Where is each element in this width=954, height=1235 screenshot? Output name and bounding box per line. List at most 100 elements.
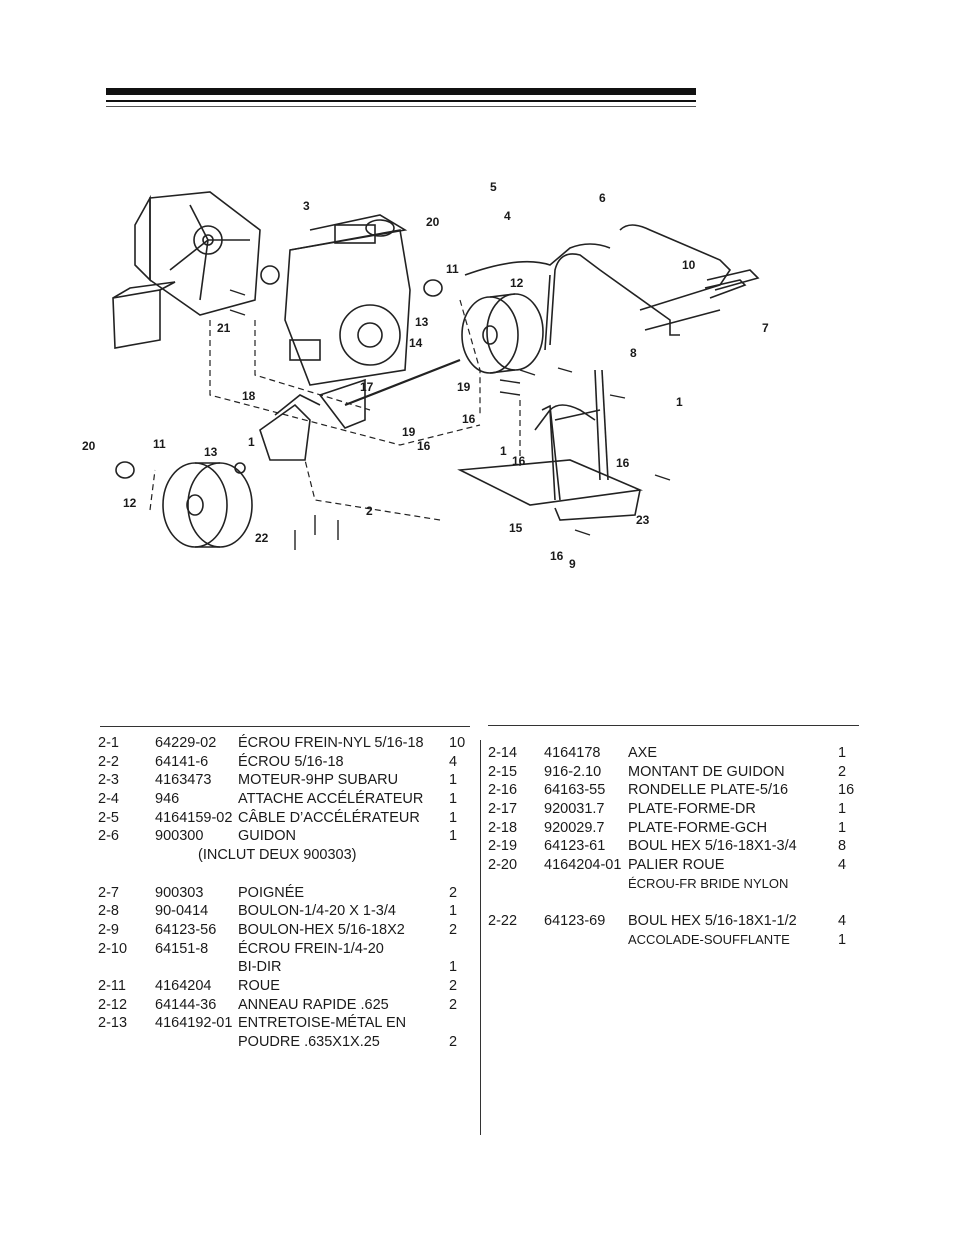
callout-13a: 13 (415, 315, 429, 329)
part-number: 4164204 (155, 977, 212, 994)
callout-1c: 1 (500, 444, 507, 458)
parts-row: 2-16 64163-55 RONDELLE PLATE-5/16 16 (488, 781, 868, 800)
parts-ref: 2-7 (98, 884, 119, 901)
parts-row: (INCLUT DEUX 900303) (98, 846, 478, 865)
parts-ref: 2-3 (98, 772, 119, 789)
part-number: 916-2.10 (544, 763, 602, 780)
callout-23: 23 (636, 513, 650, 527)
part-description: AXE (628, 745, 658, 761)
callout-7: 7 (762, 321, 769, 335)
part-number: 64144-36 (155, 996, 217, 1013)
callout-9: 9 (569, 557, 576, 571)
parts-ref: 2-20 (488, 857, 518, 874)
part-description: POUDRE .635X1X.25 (238, 1034, 380, 1050)
part-description: ÉCROU FREIN-NYL 5/16-18 (238, 735, 424, 751)
parts-row: 2-1 64229-02 ÉCROU FREIN-NYL 5/16-18 10 (98, 734, 478, 753)
callout-4: 4 (504, 209, 511, 223)
parts-list-rule-left (100, 726, 470, 727)
callout-22: 22 (255, 531, 269, 545)
part-description: PLATE-FORME-GCH (628, 819, 768, 836)
part-quantity: 2 (449, 1034, 458, 1050)
parts-row: 2-5 4164159-02 CÂBLE D’ACCÉLÉRATEUR 1 (98, 809, 478, 828)
part-number: 64123-56 (155, 921, 217, 938)
part-description: BOUL HEX 5/16-18X1-1/2 (628, 913, 797, 930)
callout-6: 6 (599, 191, 606, 205)
parts-list-column-divider (480, 740, 481, 1135)
callout-19a: 19 (457, 380, 471, 394)
part-number: 900303 (155, 884, 204, 901)
part-description: ÉCROU 5/16-18 (238, 753, 344, 770)
parts-ref: 2-22 (488, 913, 518, 930)
parts-row (488, 894, 868, 913)
part-number: 64229-02 (155, 735, 217, 751)
part-description: BOUL HEX 5/16-18X1-3/4 (628, 838, 797, 855)
callout-16a: 16 (462, 412, 476, 426)
parts-row: POUDRE .635X1X.25 2 (98, 1033, 478, 1052)
parts-row (98, 865, 478, 884)
part-description: ROUE (238, 977, 280, 994)
parts-row: 2-6 900300 GUIDON 1 (98, 827, 478, 846)
part-quantity: 1 (838, 801, 847, 818)
engine-shape (284, 229, 411, 386)
parts-ref: 2-6 (98, 828, 119, 845)
part-number: 4164178 (544, 745, 601, 761)
part-description: BOULON-1/4-20 X 1-3/4 (238, 903, 396, 920)
part-quantity: 1 (449, 809, 458, 826)
parts-row: ÉCROU-FR BRIDE NYLON (488, 875, 868, 894)
part-quantity: 10 (449, 735, 466, 751)
part-description: MOTEUR-9HP SUBARU (238, 772, 399, 789)
exploded-diagram-svg: 1 1 1 2 3 4 5 6 7 8 9 10 11 11 12 12 13 … (82, 180, 769, 571)
part-description: GUIDON (238, 828, 296, 845)
part-description: CÂBLE D’ACCÉLÉRATEUR (238, 809, 420, 826)
parts-ref: 2-13 (98, 1015, 128, 1032)
part-number: 4164159-02 (155, 809, 233, 826)
parts-ref: 2-9 (98, 921, 119, 938)
part-description: BI-DIR (238, 959, 282, 976)
callout-12a: 12 (510, 276, 524, 290)
callout-20a: 20 (426, 215, 440, 229)
part-quantity: 2 (449, 977, 458, 994)
callout-12b: 12 (123, 496, 137, 510)
exploded-parts-diagram: 1 1 1 2 3 4 5 6 7 8 9 10 11 11 12 12 13 … (80, 170, 800, 580)
part-quantity: 4 (838, 857, 847, 874)
part-description: ÉCROU-FR BRIDE NYLON (628, 875, 789, 891)
parts-ref: 2-10 (98, 940, 128, 957)
part-quantity: 1 (449, 791, 458, 808)
part-number: 64163-55 (544, 782, 606, 799)
parts-ref: 2-4 (98, 791, 119, 808)
part-number: 900300 (155, 828, 204, 845)
part-description: RONDELLE PLATE-5/16 (628, 782, 789, 799)
parts-ref: 2-16 (488, 782, 518, 799)
callout-15: 15 (509, 521, 523, 535)
part-quantity: 1 (449, 828, 458, 845)
part-description: MONTANT DE GUIDON (628, 763, 785, 780)
part-quantity: 16 (838, 782, 855, 799)
callout-13b: 13 (204, 445, 218, 459)
parts-ref: 2-18 (488, 819, 518, 836)
callout-20b: 20 (82, 439, 96, 453)
parts-list-rule-right (488, 725, 859, 726)
parts-ref: 2-12 (98, 996, 128, 1013)
callout-2: 2 (366, 504, 373, 518)
part-quantity: 1 (449, 903, 458, 920)
part-description: ACCOLADE-SOUFFLANTE (628, 931, 790, 947)
callout-17: 17 (360, 380, 374, 394)
callout-8: 8 (630, 346, 637, 360)
part-number: 64141-6 (155, 753, 209, 770)
parts-note: (INCLUT DEUX 900303) (198, 847, 357, 864)
parts-ref: 2-5 (98, 809, 119, 826)
parts-ref: 2-17 (488, 801, 518, 818)
parts-ref: 2-1 (98, 735, 119, 751)
part-number: 64123-61 (544, 838, 606, 855)
part-quantity: 1 (838, 745, 847, 761)
